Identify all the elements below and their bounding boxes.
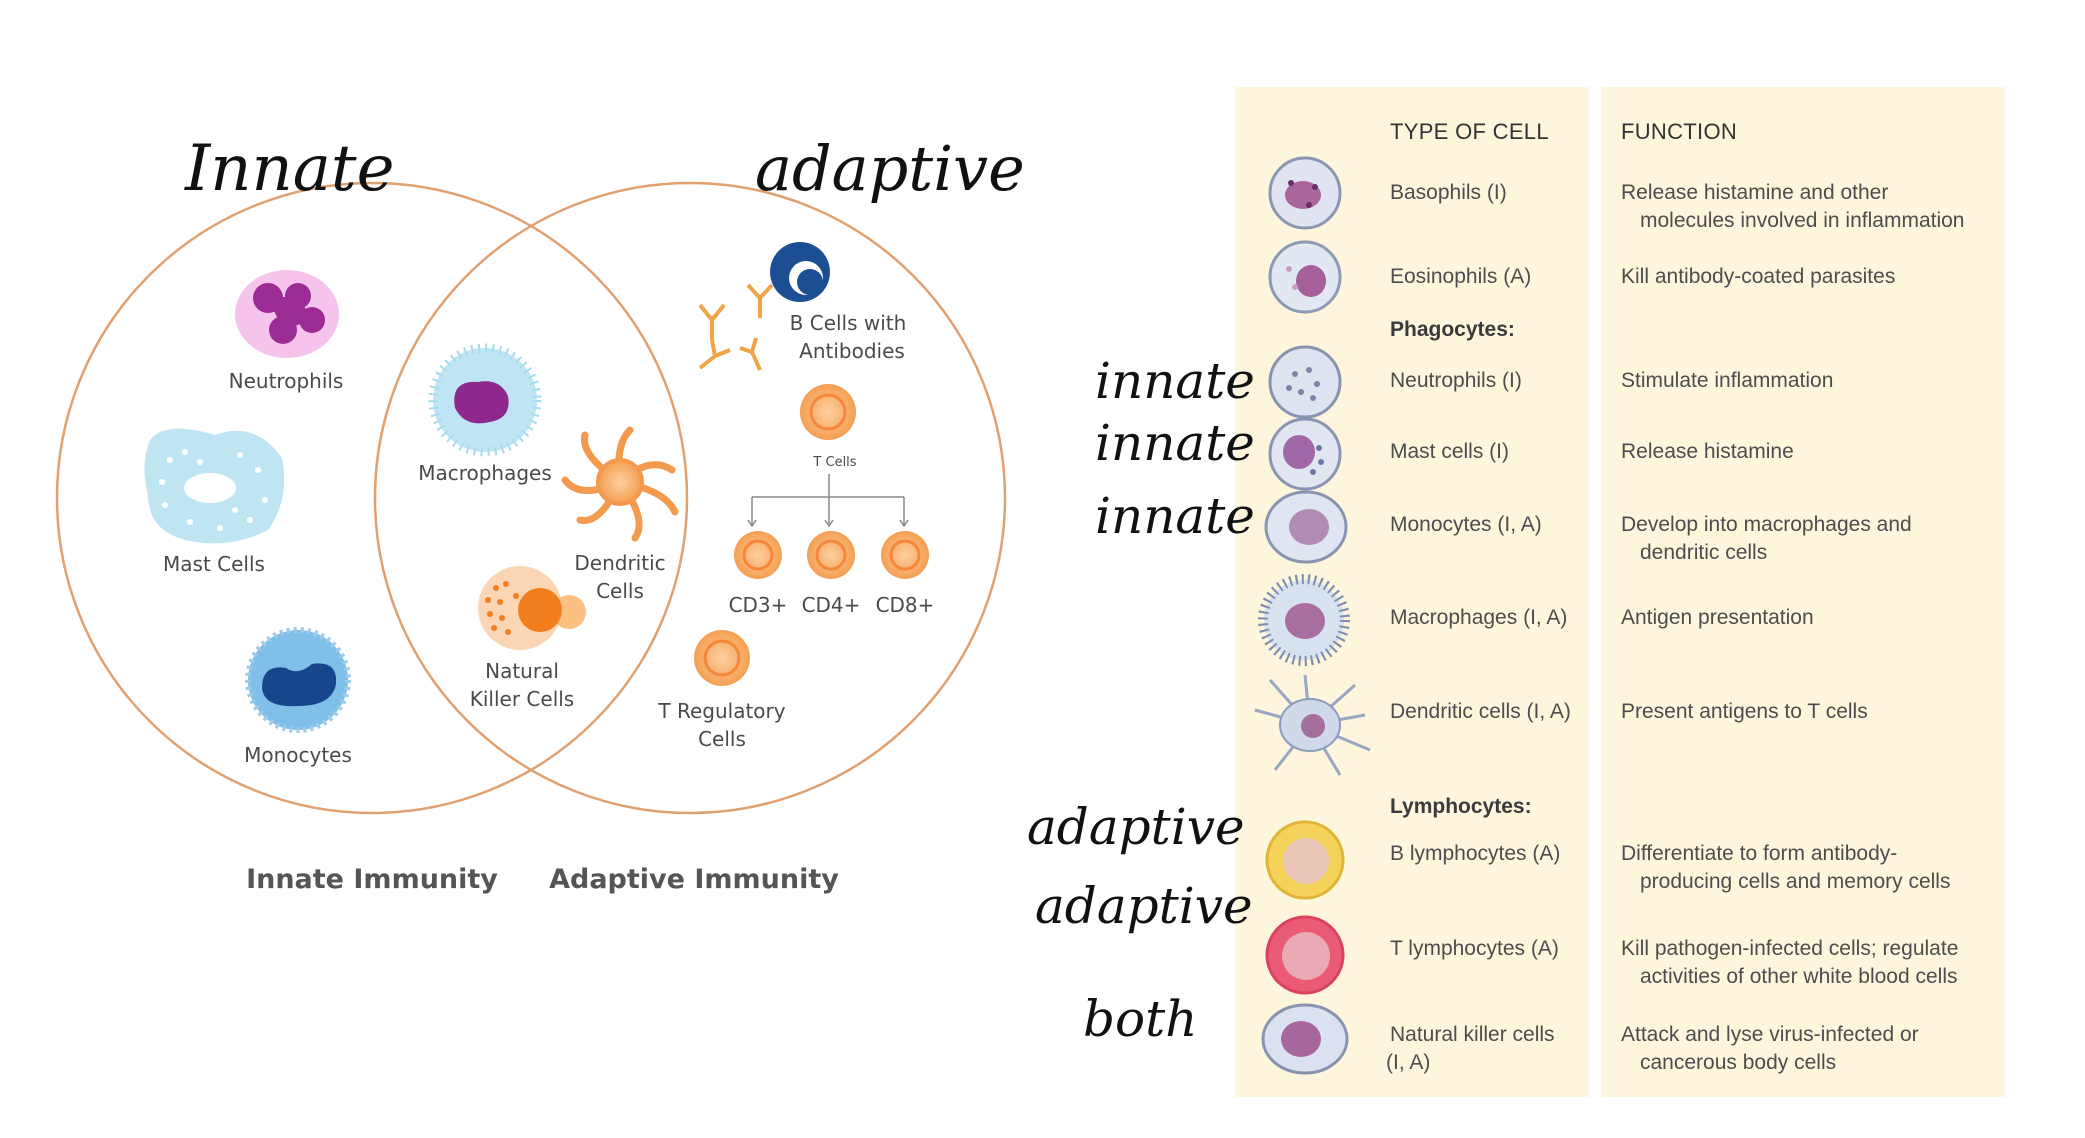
row-type-nk-cells: Natural killer cells (I, A) xyxy=(1386,1021,1590,1077)
innate-circle xyxy=(55,181,689,815)
func-line: Differentiate to form antibody- xyxy=(1621,842,1898,865)
row-func-t-lymphocytes: Kill pathogen-infected cells; regulate a… xyxy=(1621,935,1991,991)
header-function: FUNCTION xyxy=(1621,119,1738,144)
t-regulatory-icon xyxy=(694,630,750,686)
monocyte-table-icon xyxy=(1264,490,1348,564)
handnote-mast: innate xyxy=(1095,414,1255,472)
cd3-cell-icon xyxy=(734,531,782,579)
row-func-macrophages: Antigen presentation xyxy=(1621,606,1814,629)
cd4-cell-icon xyxy=(807,531,855,579)
handwritten-adaptive: adaptive xyxy=(755,132,1025,205)
row-func-monocytes: Develop into macrophages and dendritic c… xyxy=(1621,511,1991,567)
handnote-nk: both xyxy=(1083,990,1198,1048)
func-line: dendritic cells xyxy=(1640,541,1768,564)
cd8-cell-icon xyxy=(881,531,929,579)
label-cd3: CD3+ xyxy=(729,593,788,617)
row-type-b-lymphocytes: B lymphocytes (A) xyxy=(1390,842,1561,865)
row-func-neutrophils: Stimulate inflammation xyxy=(1621,369,1834,392)
type-line: (I, A) xyxy=(1386,1051,1431,1074)
label-cd8: CD8+ xyxy=(876,593,935,617)
label-adaptive-immunity: Adaptive Immunity xyxy=(549,864,839,895)
nk-cell-icon xyxy=(478,566,586,650)
row-type-neutrophils: Neutrophils (I) xyxy=(1390,369,1522,392)
label-dendritic-1: Dendritic xyxy=(574,551,665,575)
label-mast-cells: Mast Cells xyxy=(163,552,265,576)
row-type-dendritic: Dendritic cells (I, A) xyxy=(1390,700,1571,723)
t-cell-icon xyxy=(800,384,856,440)
nk-cell-table-icon xyxy=(1261,1003,1349,1075)
row-type-basophils: Basophils (I) xyxy=(1390,181,1507,204)
func-line: activities of other white blood cells xyxy=(1640,965,1958,988)
handnote-b-lymph: adaptive xyxy=(1027,798,1245,856)
label-innate-immunity: Innate Immunity xyxy=(246,864,498,895)
row-func-b-lymphocytes: Differentiate to form antibody- producin… xyxy=(1621,840,1991,896)
label-tcells: T Cells xyxy=(812,455,856,470)
section-phagocytes: Phagocytes: xyxy=(1390,318,1515,341)
label-cd4: CD4+ xyxy=(802,593,861,617)
label-nk-1: Natural xyxy=(485,659,559,683)
dendritic-cell-icon xyxy=(561,426,679,542)
macrophage-icon xyxy=(428,343,542,457)
label-dendritic-2: Cells xyxy=(596,579,644,603)
label-monocytes: Monocytes xyxy=(244,743,352,767)
func-line: molecules involved in inflammation xyxy=(1640,209,1965,232)
label-bcells-1: B Cells with xyxy=(790,311,907,335)
mast-cell-icon xyxy=(144,428,285,544)
neutrophil-icon xyxy=(235,270,339,358)
row-type-t-lymphocytes: T lymphocytes (A) xyxy=(1390,937,1559,960)
t-cell-branches xyxy=(747,474,909,528)
eosinophil-icon xyxy=(1268,240,1342,314)
antibody-icons xyxy=(698,283,774,371)
monocyte-icon xyxy=(245,627,351,733)
row-type-monocytes: Monocytes (I, A) xyxy=(1390,513,1542,536)
label-treg-1: T Regulatory xyxy=(657,699,785,723)
macrophage-table-icon xyxy=(1258,574,1350,666)
func-line: Develop into macrophages and xyxy=(1621,513,1912,536)
function-column-background xyxy=(1601,87,2005,1097)
adaptive-circle xyxy=(373,181,1007,815)
b-lymphocyte-icon xyxy=(1265,820,1345,900)
row-type-eosinophils: Eosinophils (A) xyxy=(1390,265,1532,288)
row-type-macrophages: Macrophages (I, A) xyxy=(1390,606,1568,629)
row-func-mast-cells: Release histamine xyxy=(1621,440,1794,463)
row-func-eosinophils: Kill antibody-coated parasites xyxy=(1621,265,1896,288)
neutrophil-table-icon xyxy=(1268,345,1342,419)
cell-function-table: TYPE OF CELL FUNCTION xyxy=(1235,87,2005,1097)
func-line: cancerous body cells xyxy=(1640,1051,1837,1074)
handnote-neutrophils: innate xyxy=(1095,352,1255,410)
section-lymphocytes: Lymphocytes: xyxy=(1390,795,1532,818)
row-type-mast-cells: Mast cells (I) xyxy=(1390,440,1510,463)
label-nk-2: Killer Cells xyxy=(470,687,574,711)
func-line: Release histamine and other xyxy=(1621,181,1889,204)
venn-diagram: Innate adaptive Neutrophils Mast Cells xyxy=(55,132,1025,895)
handwritten-innate: Innate xyxy=(184,132,394,206)
handnote-monocytes: innate xyxy=(1095,487,1255,545)
b-cell-icon xyxy=(770,242,830,302)
handnote-t-lymph: adaptive xyxy=(1035,877,1253,935)
label-macrophages: Macrophages xyxy=(418,461,552,485)
label-neutrophils: Neutrophils xyxy=(229,369,344,393)
label-treg-2: Cells xyxy=(698,727,746,751)
label-bcells-2: Antibodies xyxy=(799,339,905,363)
row-func-basophils: Release histamine and other molecules in… xyxy=(1621,179,1991,235)
row-func-dendritic: Present antigens to T cells xyxy=(1621,700,1868,723)
func-line: producing cells and memory cells xyxy=(1640,870,1951,893)
t-lymphocyte-icon xyxy=(1265,915,1345,995)
dendritic-cell-table-icon xyxy=(1254,674,1371,776)
func-line: Kill pathogen-infected cells; regulate xyxy=(1621,937,1959,960)
header-type-of-cell: TYPE OF CELL xyxy=(1390,119,1549,144)
row-func-nk-cells: Attack and lyse virus-infected or cancer… xyxy=(1621,1021,1991,1077)
basophil-icon xyxy=(1268,156,1342,230)
mast-cell-table-icon xyxy=(1268,417,1342,491)
type-line: Natural killer cells xyxy=(1390,1023,1555,1046)
func-line: Attack and lyse virus-infected or xyxy=(1621,1023,1919,1046)
